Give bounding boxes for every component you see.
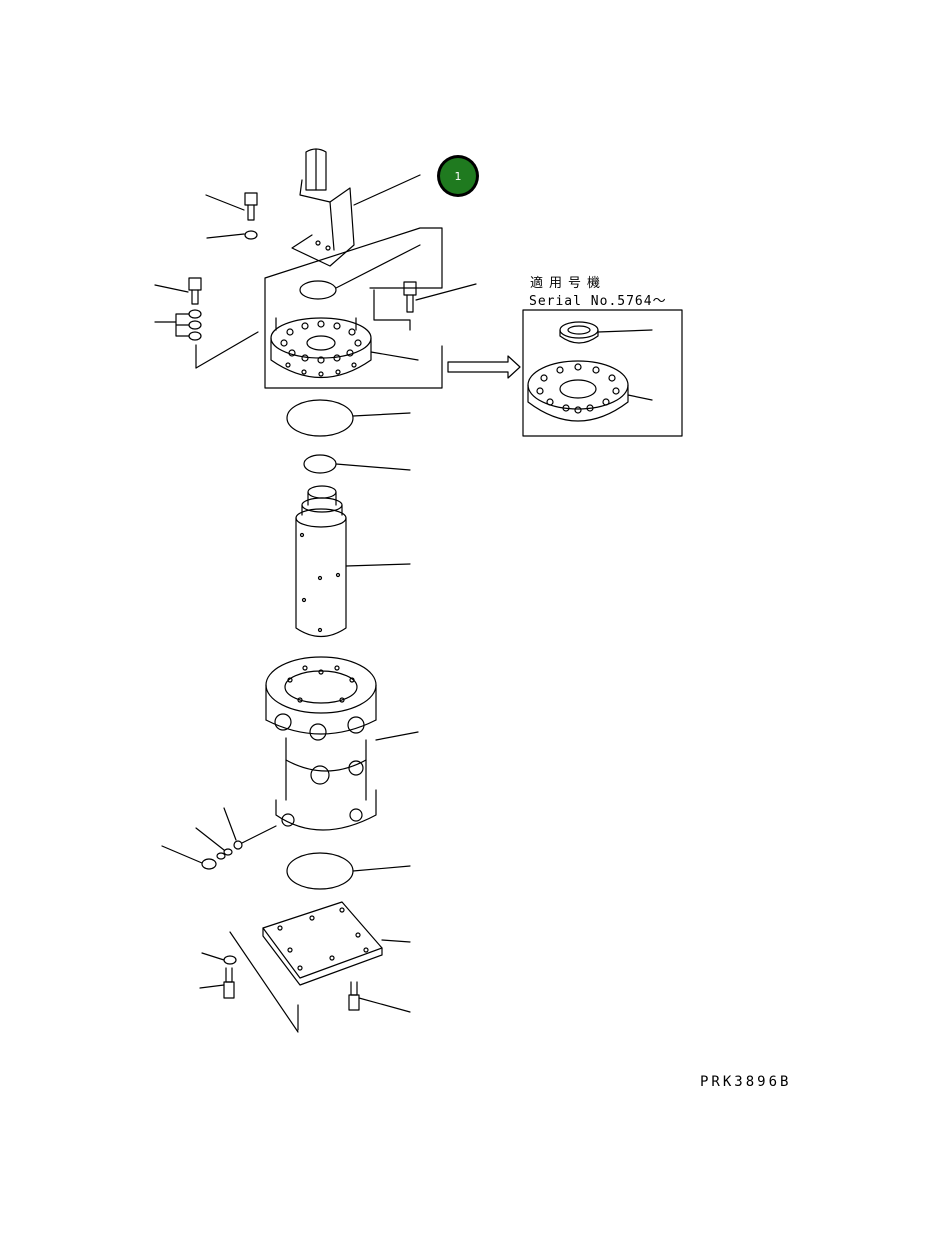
drawing-code: PRK3896B — [700, 1074, 792, 1090]
shaft-icon — [295, 485, 411, 638]
bolt-icon — [205, 192, 258, 221]
applicability-title: 適用号機 — [530, 276, 607, 291]
cover-icon — [229, 901, 411, 1033]
bolt-icon — [154, 277, 202, 305]
o-ring-icon — [286, 399, 354, 437]
callout-badge[interactable]: 1 — [437, 155, 479, 197]
bracket-icon — [291, 148, 421, 267]
bolt-icon — [199, 967, 235, 999]
flange-icon — [527, 360, 653, 422]
bolt-icon — [348, 981, 411, 1013]
washer-icon — [201, 952, 237, 965]
applicability-serial: Serial No.5764～ — [529, 294, 667, 309]
flange-icon — [270, 317, 419, 378]
callout-number: 1 — [440, 158, 476, 194]
o-ring-icon — [286, 852, 354, 890]
body-icon — [265, 656, 419, 831]
oil-seal-icon — [559, 321, 653, 344]
arrow-right-icon — [447, 355, 521, 379]
group-frame — [264, 227, 443, 389]
washer-icon — [206, 230, 258, 240]
o-ring-icon — [299, 280, 337, 300]
o-ring-icon — [303, 454, 337, 474]
plug-icon — [161, 807, 277, 870]
bolt-icon — [373, 281, 477, 331]
applicability-inset — [522, 309, 683, 437]
washer-icon — [154, 309, 202, 341]
